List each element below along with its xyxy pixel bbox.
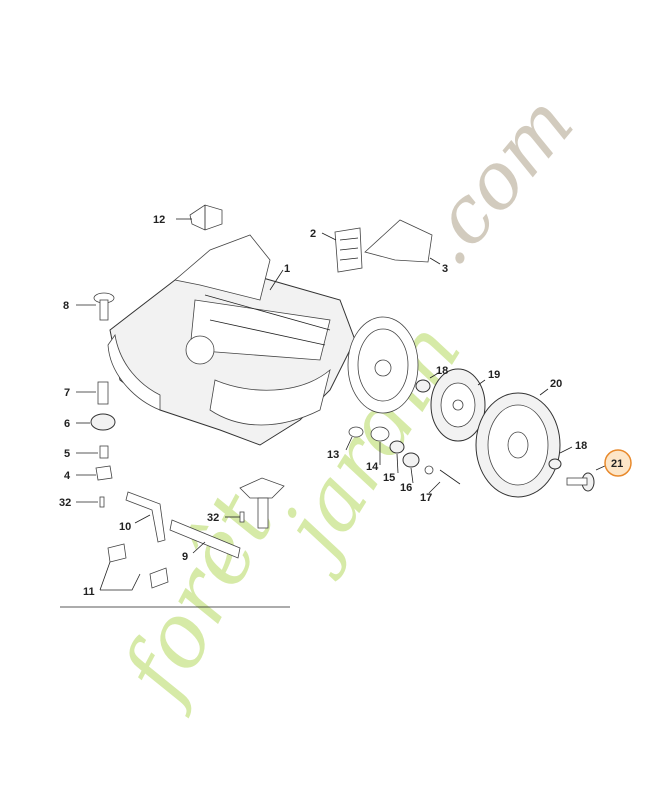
- label-part-14: 14: [366, 461, 379, 473]
- part-10-lever: [125, 491, 166, 543]
- label-part-1: 1: [284, 263, 290, 275]
- part-11-clips: [60, 543, 290, 608]
- label-part-18-left: 18: [436, 365, 448, 377]
- leader-lines: [76, 218, 608, 591]
- part-9-axle: [169, 519, 241, 559]
- label-part-10: 10: [119, 521, 131, 533]
- part-18-washer-right: [548, 458, 562, 470]
- part-labels: 12 2 3 1 8 7 6 5 4 32 10 9 11 32 13 14 1…: [59, 214, 632, 598]
- deck-housing: [107, 234, 356, 446]
- label-part-4: 4: [64, 470, 71, 482]
- left-stack-parts: [90, 381, 116, 508]
- label-part-19: 19: [488, 369, 500, 381]
- axle-small-parts: [348, 426, 461, 485]
- label-part-12: 12: [153, 214, 165, 226]
- label-part-7: 7: [64, 387, 70, 399]
- label-part-20: 20: [550, 378, 562, 390]
- label-part-21[interactable]: 21: [611, 458, 623, 470]
- label-part-32-center: 32: [207, 512, 219, 524]
- part-19-gear: [430, 368, 486, 442]
- label-part-6: 6: [64, 418, 70, 430]
- label-part-2: 2: [310, 228, 316, 240]
- part-3-flap: [364, 219, 433, 263]
- part-20-wheel: [475, 392, 561, 498]
- label-part-18-right: 18: [575, 440, 587, 452]
- label-part-11: 11: [83, 586, 95, 598]
- label-part-8: 8: [63, 300, 69, 312]
- part-18-washer-left: [415, 379, 431, 393]
- label-part-13: 13: [327, 449, 339, 461]
- rear-disc: [347, 316, 419, 414]
- part-8-knob: [93, 292, 115, 321]
- part-12-knob: [189, 204, 223, 231]
- part-21-bolt: [566, 472, 595, 492]
- label-part-16: 16: [400, 482, 412, 494]
- label-part-17: 17: [420, 492, 432, 504]
- part-2-grille: [334, 227, 363, 273]
- label-part-32-left: 32: [59, 497, 71, 509]
- label-part-9: 9: [182, 551, 188, 563]
- label-part-5: 5: [64, 448, 70, 460]
- label-part-3: 3: [442, 263, 448, 275]
- label-part-15: 15: [383, 472, 395, 484]
- highlight-ring-part-21[interactable]: [604, 449, 632, 477]
